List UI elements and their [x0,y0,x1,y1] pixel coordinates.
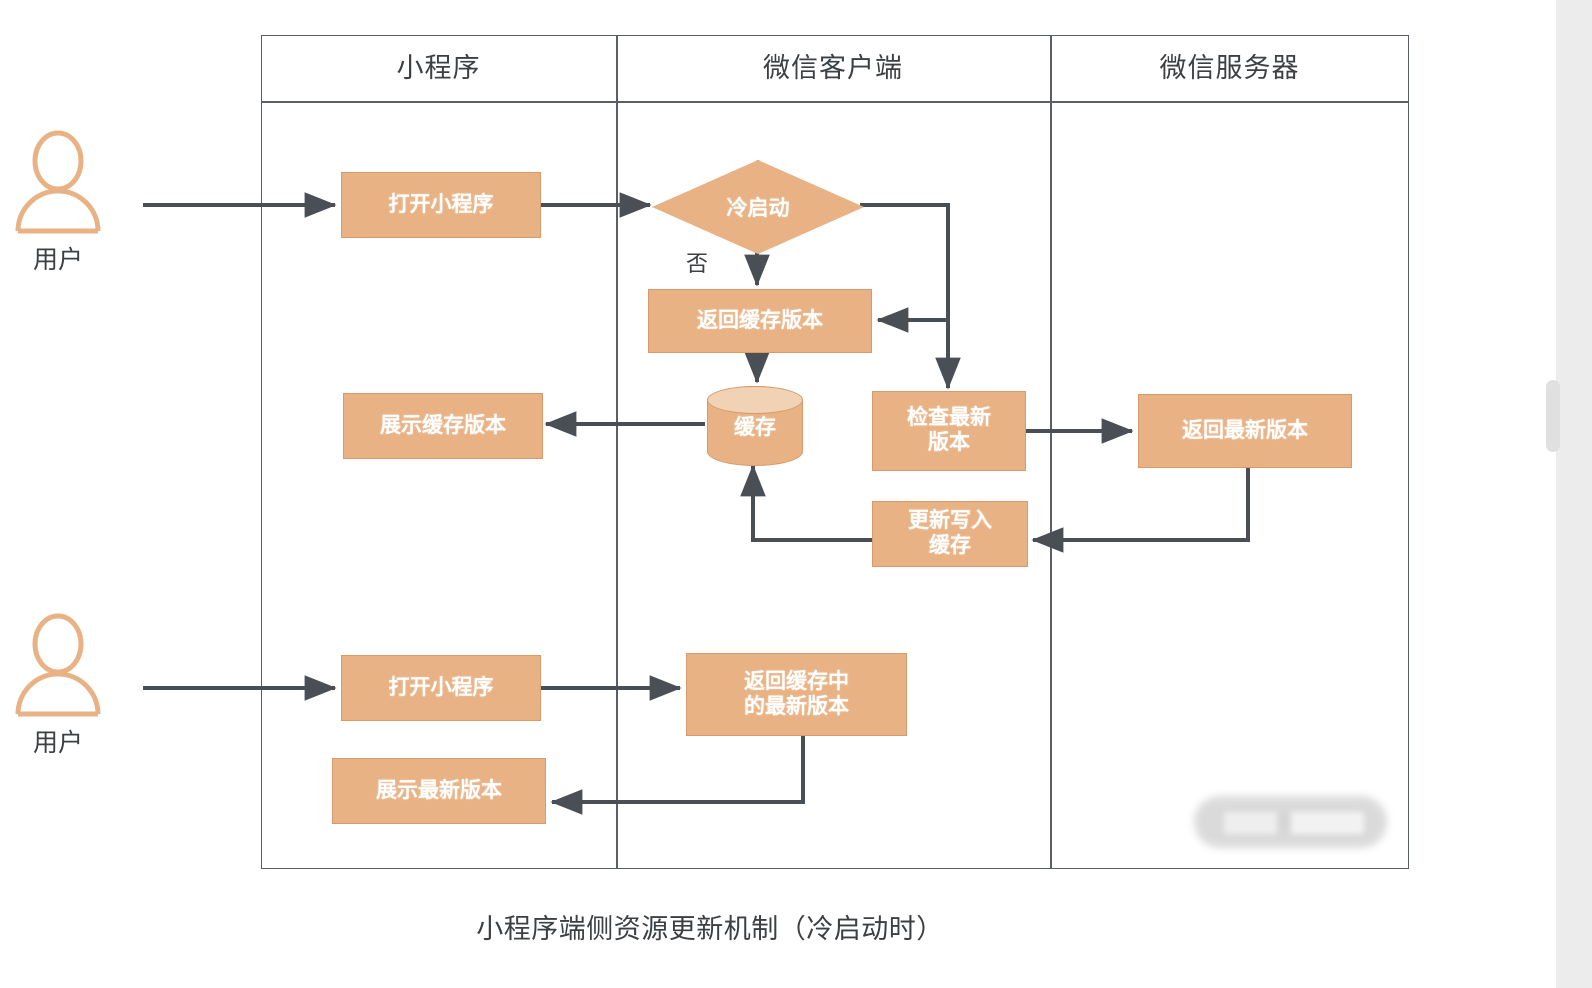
edge-label-no: 否 [686,251,709,276]
node-cache-label: 缓存 [734,416,776,439]
node-return-cached-version[interactable]: 返回缓存版本 [648,289,872,353]
page-canvas: 小程序 微信客户端 微信服务器 [10,35,1409,944]
node-cache-store[interactable]: 缓存 [707,386,803,466]
node-check-latest-version[interactable]: 检查最新 版本 [872,391,1026,471]
node-show-cached-version[interactable]: 展示缓存版本 [343,393,543,459]
lane-header-divider [261,101,1409,103]
lane-header-wechat-client: 微信客户端 [763,53,903,83]
node-return-latest-version[interactable]: 返回最新版本 [1138,394,1352,468]
lane-header-miniprogram: 小程序 [396,53,481,83]
lane-header-wechat-server: 微信服务器 [1159,53,1300,83]
user-icon [15,613,101,717]
lane-divider-1 [616,35,618,869]
actor-label-user-top: 用户 [32,246,83,274]
lane-divider-2 [1050,35,1052,869]
vertical-scrollbar-track[interactable] [1556,0,1592,988]
flowchart-diagram: 小程序 微信客户端 微信服务器 [10,35,1409,944]
node-open-mini-program-1[interactable]: 打开小程序 [341,172,541,238]
node-return-cached-latest-version[interactable]: 返回缓存中 的最新版本 [686,653,907,736]
watermark-text-blur [1224,812,1364,834]
swimlane-frame [261,35,1409,869]
actor-user-bottom: 用户 [10,611,106,763]
node-open-mini-program-2[interactable]: 打开小程序 [341,655,541,721]
node-write-cache[interactable]: 更新写入 缓存 [872,501,1028,567]
user-icon [15,130,101,234]
actor-user-top: 用户 [10,128,106,280]
vertical-scrollbar-thumb[interactable] [1546,380,1560,452]
node-show-latest-version[interactable]: 展示最新版本 [332,758,546,824]
actor-label-user-bottom: 用户 [32,729,83,757]
diagram-caption: 小程序端侧资源更新机制（冷启动时） [476,914,944,944]
